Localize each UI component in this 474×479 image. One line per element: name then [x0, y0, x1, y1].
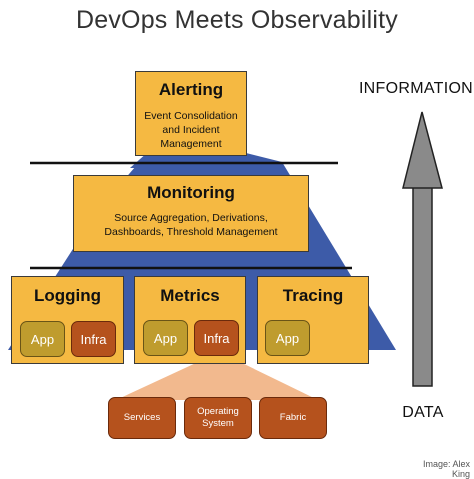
- source-fabric: Fabric: [259, 397, 327, 439]
- tracing-app-pill: App: [265, 320, 310, 356]
- source-fan: [116, 362, 318, 400]
- source-operating-system: Operating System: [184, 397, 252, 439]
- metrics-infra-pill: Infra: [194, 320, 239, 356]
- alerting-box: Alerting Event Consolidation and Inciden…: [135, 71, 247, 156]
- metrics-app-pill: App: [143, 320, 188, 356]
- logging-app-pill: App: [20, 321, 65, 357]
- monitoring-heading: Monitoring: [147, 183, 235, 202]
- alerting-heading: Alerting: [158, 80, 224, 99]
- information-label: INFORMATION: [358, 80, 474, 97]
- arrow-head: [402, 111, 443, 189]
- data-label: DATA: [402, 404, 444, 421]
- image-credit: Image: Alex King: [422, 459, 470, 479]
- monitoring-box: Monitoring Source Aggregation, Derivatio…: [73, 175, 309, 252]
- metrics-heading: Metrics: [160, 286, 220, 305]
- alerting-description: Event Consolidation and Incident Managem…: [144, 110, 238, 150]
- page-title: DevOps Meets Observability: [76, 6, 398, 34]
- arrow-shaft: [412, 185, 433, 387]
- source-services: Services: [108, 397, 176, 439]
- logging-infra-pill: Infra: [71, 321, 116, 357]
- tracing-heading: Tracing: [282, 286, 344, 305]
- logging-heading: Logging: [33, 286, 102, 305]
- monitoring-description: Source Aggregation, Derivations, Dashboa…: [104, 212, 278, 238]
